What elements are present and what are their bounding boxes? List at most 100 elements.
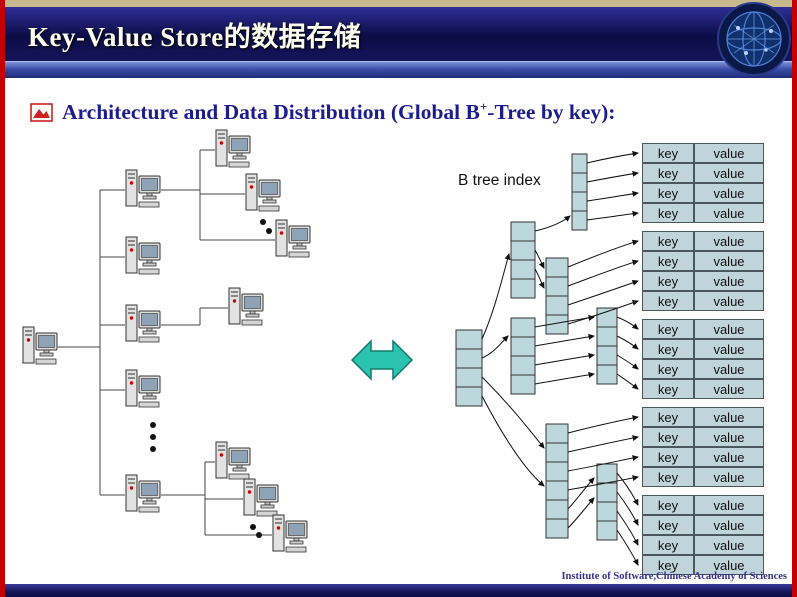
key-cell: key [642,271,694,291]
value-cell: value [694,143,764,163]
heading-superscript: + [479,99,488,114]
value-cell: value [694,291,764,311]
btree-arrows [481,150,639,566]
key-cell: key [642,447,694,467]
key-cell: key [642,291,694,311]
key-cell: key [642,203,694,223]
value-cell: value [694,407,764,427]
value-cell: value [694,271,764,291]
heading-suffix: -Tree by key): [487,100,616,125]
top-tan-strip [0,0,797,7]
value-cell: value [694,427,764,447]
value-cell: value [694,447,764,467]
equivalence-double-arrow [350,339,414,381]
key-cell: key [642,163,694,183]
computer-icon [125,236,161,275]
footer-text: Institute of Software,Chinese Academy of… [561,571,787,582]
globe-logo-icon [717,2,791,76]
network-computers [22,129,311,553]
key-cell: key [642,495,694,515]
slide-title: Key-Value Store的数据存储 [28,21,362,52]
value-cell: value [694,467,764,487]
bottom-bar [0,584,797,597]
key-cell: key [642,143,694,163]
key-cell: key [642,379,694,399]
key-cell: key [642,183,694,203]
computer-icon [215,441,251,480]
value-cell: value [694,251,764,271]
computer-icon [275,219,311,258]
heading-prefix: Architecture and Data Distribution (Glob… [62,100,480,125]
left-red-border [0,0,5,597]
value-cell: value [694,163,764,183]
key-cell: key [642,535,694,555]
computer-icon [22,326,58,365]
ellipsis-dots [150,219,272,538]
picture-placeholder-icon [30,102,53,122]
key-cell: key [642,467,694,487]
computer-icon [125,169,161,208]
key-cell: key [642,231,694,251]
key-cell: key [642,359,694,379]
value-cell: value [694,515,764,535]
key-cell: key [642,251,694,271]
right-red-border [792,0,797,597]
value-cell: value [694,203,764,223]
key-cell: key [642,407,694,427]
value-cell: value [694,535,764,555]
value-cell: value [694,495,764,515]
computer-icon [215,129,251,168]
btree-index-label: B tree index [458,172,541,189]
computer-icon [125,369,161,408]
computer-icon [125,474,161,513]
key-cell: key [642,319,694,339]
key-cell: key [642,555,694,575]
computer-icon [272,514,308,553]
value-cell: value [694,555,764,575]
key-cell: key [642,427,694,447]
computer-icon [243,478,279,517]
heading-row: Architecture and Data Distribution (Glob… [30,99,615,125]
heading-text: Architecture and Data Distribution (Glob… [62,99,615,125]
key-cell: key [642,515,694,535]
key-cell: key [642,339,694,359]
computer-icon [245,173,281,212]
title-understripe [0,61,797,78]
computer-icon [228,287,264,326]
value-cell: value [694,379,764,399]
btree-node-stacks [455,153,618,541]
title-bar: Key-Value Store的数据存储 [0,7,797,61]
computer-icon [125,304,161,343]
value-cell: value [694,231,764,251]
value-cell: value [694,359,764,379]
value-cell: value [694,319,764,339]
value-cell: value [694,183,764,203]
value-cell: value [694,339,764,359]
